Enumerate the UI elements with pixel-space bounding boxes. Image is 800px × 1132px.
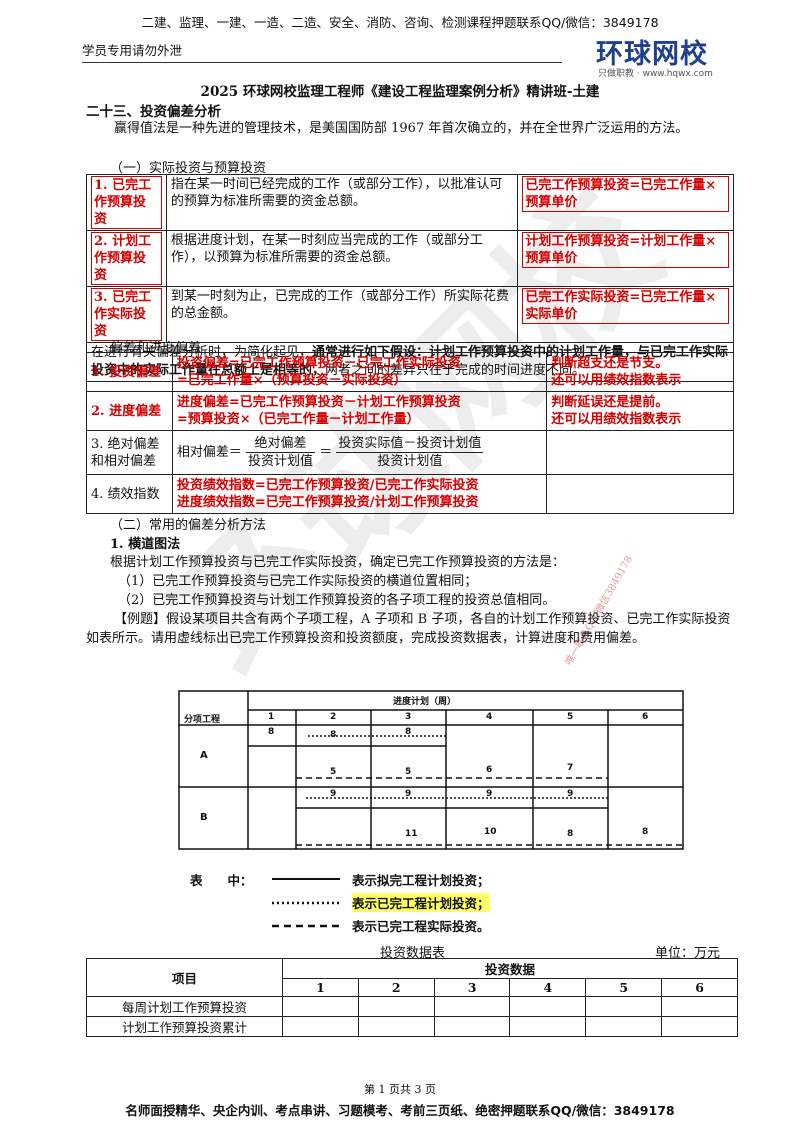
- bar-value: 8: [642, 827, 649, 837]
- formula-cell: 进度偏差=已完工作预算投资－计划工作预算投资=预算投资×（已完工作量－计划工作量…: [171, 391, 548, 431]
- column-header: 4: [509, 978, 587, 997]
- table-row: 1. 已完工作预算投资 指在某一时间已经完成的工作（或部分工作），以批准认可的预…: [86, 174, 734, 231]
- subsection-heading: （一）实际投资与预算投资: [110, 161, 267, 176]
- term-description: 指在某一时间已经完成的工作（或部分工作），以批准认可的预算为标准所需要的资金总额…: [165, 174, 519, 231]
- relative-deviation-formula: 相对偏差＝ 绝对偏差投资计划值 ＝ 投资实际值－投资计划值投资计划值: [171, 430, 548, 475]
- schedule-header: 进度计划（周）: [393, 697, 457, 707]
- column-header: 3: [433, 978, 511, 997]
- bar-value: 9: [330, 789, 337, 799]
- legend-earned: 表示已完工程计划投资；: [352, 893, 490, 912]
- week-label: 3: [405, 712, 412, 722]
- example-text: 【例题】假设某项目共含有两个子项工程，A 子项和 B 子项，各自的计划工作预算投…: [86, 612, 731, 646]
- column-header: 1: [282, 978, 359, 997]
- legend-planned: 表示拟完工程计划投资；: [352, 873, 490, 888]
- row-label: 每周计划工作预算投资: [86, 996, 283, 1017]
- table-row: 2. 进度偏差 进度偏差=已完工作预算投资－计划工作预算投资=预算投资×（已完工…: [86, 391, 734, 431]
- term-formula: 已完工作预算投资=已完工作量×预算单价: [522, 176, 729, 212]
- logo-subtitle: 只做职教 · www.hqwx.com: [598, 69, 713, 79]
- bar-value: 6: [486, 765, 493, 775]
- method-intro: 根据计划工作预算投资与已完工作实际投资，确定已完工作预算投资的方法是：: [110, 555, 566, 570]
- empty-cell: [546, 430, 734, 475]
- method-rule-2: （2）已完工作预算投资与计划工作预算投资的各子项工程的投资总值相同。: [118, 593, 556, 608]
- term-description: 到某一时刻为止，已完成的工作（或部分工作）所实际花费的总金额。: [165, 286, 519, 343]
- header-rule: [82, 62, 562, 63]
- bar-value: 8: [567, 829, 574, 839]
- table-row: 2. 计划工作预算投资 根据进度计划，在某一时刻应当完成的工作（或部分工作），以…: [86, 230, 734, 287]
- row-label-b: B: [200, 812, 208, 823]
- week-label: 6: [642, 712, 649, 722]
- week-label: 1: [268, 712, 275, 722]
- deviation-table: 1. 投资偏差 投资偏差=已完工作预算投资－已完工作实际投资=已完工作量×（预算…: [86, 352, 734, 514]
- week-label: 4: [486, 712, 493, 722]
- row-label: 计划工作预算投资累计: [86, 1016, 283, 1037]
- bar-value: 5: [330, 767, 337, 777]
- row-label: 4. 绩效指数: [86, 474, 173, 514]
- term-formula: 已完工作实际投资=已完工作量×实际单价: [522, 288, 729, 324]
- logo: 环球网校: [596, 39, 708, 70]
- progress-bar-figure: 分项工程 进度计划（周） 1 2 3 4 5 6 A B 8 8 8 5 5 6…: [178, 690, 684, 850]
- section-heading: 二十三、投资偏差分析: [86, 104, 221, 120]
- table-caption: 投资数据表: [380, 946, 446, 961]
- investment-data-table: 项目 投资数据 1 2 3 4 5 6 每周计划工作预算投资 计划工作预算投资累…: [86, 958, 738, 1037]
- table-row: 3. 已完工作实际投资 到某一时刻为止，已完成的工作（或部分工作）所实际花费的总…: [86, 286, 734, 343]
- footer-line: 名师面授精华、央企内训、考点串讲、习题模考、考前三页纸、绝密押题联系QQ/微信：…: [125, 1103, 675, 1118]
- header-top-line: 二建、监理、一建、一造、二造、安全、消防、咨询、检测课程押题联系QQ/微信：38…: [141, 15, 659, 30]
- row-label: 1. 投资偏差: [86, 352, 173, 392]
- document-title: 2025 环球网校监理工程师《建设工程监理案例分析》精讲班-土建: [200, 84, 600, 100]
- page-number: 第 1 页共 3 页: [364, 1083, 436, 1096]
- method-rule-1: （1）已完工作预算投资与已完工作实际投资的横道位置相同；: [118, 574, 478, 589]
- column-header: 2: [357, 978, 435, 997]
- table-row: 1. 投资偏差 投资偏差=已完工作预算投资－已完工作实际投资=已完工作量×（预算…: [86, 352, 734, 392]
- row-label: 2. 进度偏差: [86, 391, 173, 431]
- row-label-a: A: [200, 750, 208, 761]
- gantt-drawing: [178, 690, 684, 850]
- bar-value: 10: [484, 827, 497, 837]
- term-formula: 计划工作预算投资=计划工作量×预算单价: [522, 232, 729, 268]
- term-label: 3. 已完工作实际投资: [91, 288, 162, 341]
- table-row: 项目 投资数据: [86, 958, 738, 997]
- bar-value: 7: [567, 763, 574, 773]
- bar-value: 8: [405, 727, 412, 737]
- table-unit: 单位：万元: [655, 946, 721, 961]
- table-row: 3. 绝对偏差和相对偏差 相对偏差＝ 绝对偏差投资计划值 ＝ 投资实际值－投资计…: [86, 430, 734, 475]
- term-label: 1. 已完工作预算投资: [91, 176, 162, 229]
- week-label: 2: [330, 712, 337, 722]
- bar-value: 9: [486, 789, 493, 799]
- column-header: 项目: [86, 958, 283, 997]
- legend-prefix: 表 中：: [190, 873, 253, 888]
- bar-value: 8: [268, 727, 275, 737]
- bar-value: 9: [405, 789, 412, 799]
- formula-cell: 投资绩效指数=已完工作预算投资/已完工作实际投资进度绩效指数=已完工作预算投资/…: [171, 474, 548, 514]
- term-description: 根据进度计划，在某一时刻应当完成的工作（或部分工作），以预算为标准所需要的资金总…: [165, 230, 519, 287]
- bar-value: 11: [405, 829, 418, 839]
- subsection-heading: （二）常用的偏差分析方法: [110, 518, 267, 533]
- method-heading: 1. 横道图法: [110, 537, 181, 552]
- judgement-cell: 判断超支还是节支。还可以用绩效指数表示: [546, 352, 734, 392]
- empty-cell: [546, 474, 734, 514]
- week-label: 5: [567, 712, 574, 722]
- term-label: 2. 计划工作预算投资: [91, 232, 162, 285]
- bar-value: 5: [405, 767, 412, 777]
- bar-value: 8: [330, 730, 337, 740]
- column-header: 6: [661, 978, 738, 997]
- header-left-note: 学员专用请勿外泄: [82, 43, 183, 58]
- column-group-header: 投资数据: [282, 958, 738, 979]
- intro-paragraph: 赢得值法是一种先进的管理技术，是美国国防部 1967 年首次确立的，并在全世界广…: [114, 121, 689, 136]
- column-label: 分项工程: [184, 715, 221, 725]
- table-row: 计划工作预算投资累计: [86, 1016, 738, 1037]
- formula-cell: 投资偏差=已完工作预算投资－已完工作实际投资=已完工作量×（预算投资－实际投资）: [171, 352, 548, 392]
- row-label: 3. 绝对偏差和相对偏差: [86, 430, 173, 475]
- column-header: 5: [585, 978, 663, 997]
- bar-value: 9: [567, 789, 574, 799]
- table-row: 4. 绩效指数 投资绩效指数=已完工作预算投资/已完工作实际投资进度绩效指数=已…: [86, 474, 734, 514]
- legend-line-samples: [272, 878, 340, 928]
- legend-actual: 表示已完工程实际投资。: [352, 919, 490, 934]
- judgement-cell: 判断延误还是提前。还可以用绩效指数表示: [546, 391, 734, 431]
- table-row: 每周计划工作预算投资: [86, 996, 738, 1017]
